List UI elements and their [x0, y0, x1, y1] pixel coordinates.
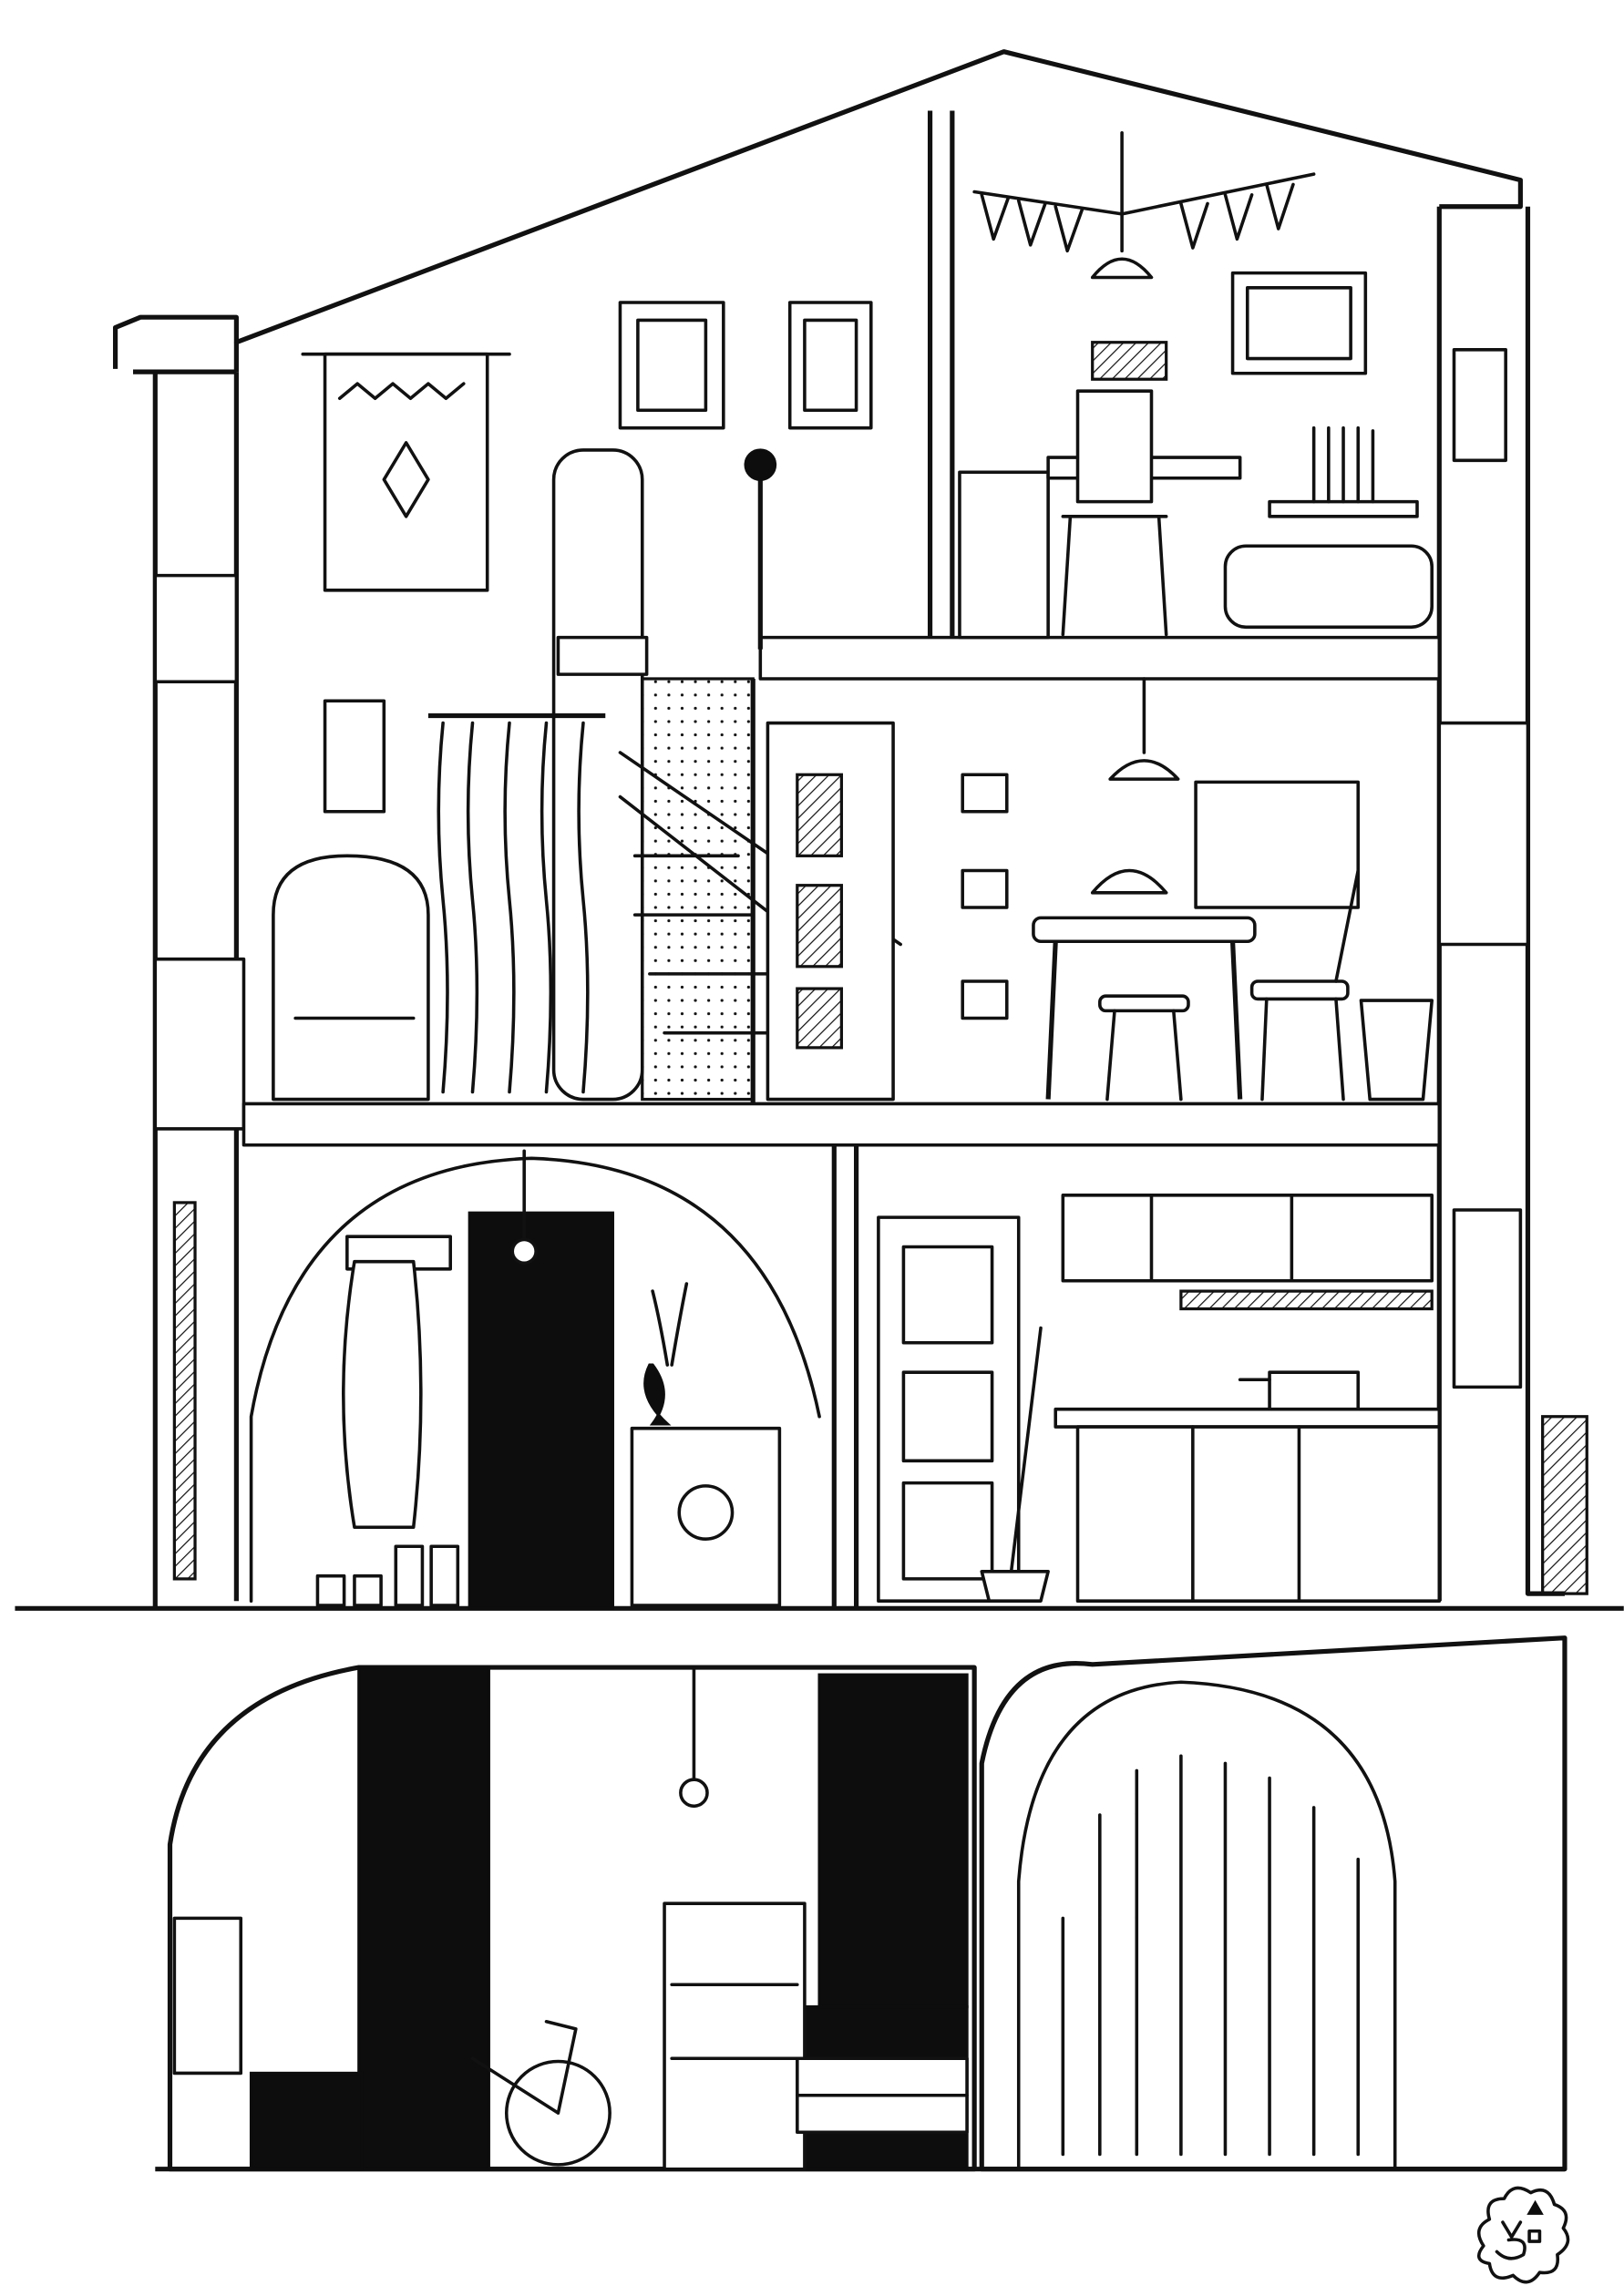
kitchen-door — [877, 1215, 1021, 1603]
arch-door-planks — [1061, 1754, 1361, 2157]
artist-signature-logo — [1476, 2186, 1570, 2284]
attic-bed — [1223, 425, 1434, 630]
dining-lamp-icon — [1108, 677, 1180, 781]
attic-bunting — [972, 172, 1316, 253]
attic-framed-map — [1230, 271, 1368, 375]
hallway-dark-doorway — [468, 1211, 614, 1610]
wall-cabinets — [1061, 1194, 1434, 1311]
kitchen-counter — [1054, 1370, 1442, 1603]
staircase — [551, 448, 902, 1102]
vase-cabinet — [630, 1282, 782, 1607]
notes-board — [1452, 1208, 1523, 1389]
stone-arch — [249, 1156, 821, 1603]
roof — [112, 49, 1523, 374]
coat-rack — [342, 1235, 452, 1530]
curtain — [427, 712, 606, 1094]
attic-desk-and-chair — [958, 341, 1242, 640]
portrait-frames — [323, 301, 873, 814]
upper-hall-door — [766, 721, 895, 1102]
basement-steps — [796, 2056, 969, 2135]
exterior-walls — [152, 206, 1588, 1609]
floors — [242, 110, 1442, 1609]
dining-pictures — [961, 773, 1361, 1020]
wall-tapestry — [301, 352, 511, 592]
boots — [315, 1544, 460, 1607]
bicycle — [470, 2019, 612, 2167]
attic-lamp-icon — [1090, 130, 1154, 280]
hanging-bulb-icon — [510, 1149, 538, 1266]
broom — [980, 1326, 1050, 1603]
attic-window — [1452, 348, 1507, 463]
basement-shelf — [172, 1901, 807, 2171]
dining-table-and-chairs — [1032, 868, 1361, 1102]
waste-basket — [1359, 999, 1434, 1102]
basement-bulb-icon — [679, 1666, 709, 1809]
armchair — [272, 854, 430, 1102]
